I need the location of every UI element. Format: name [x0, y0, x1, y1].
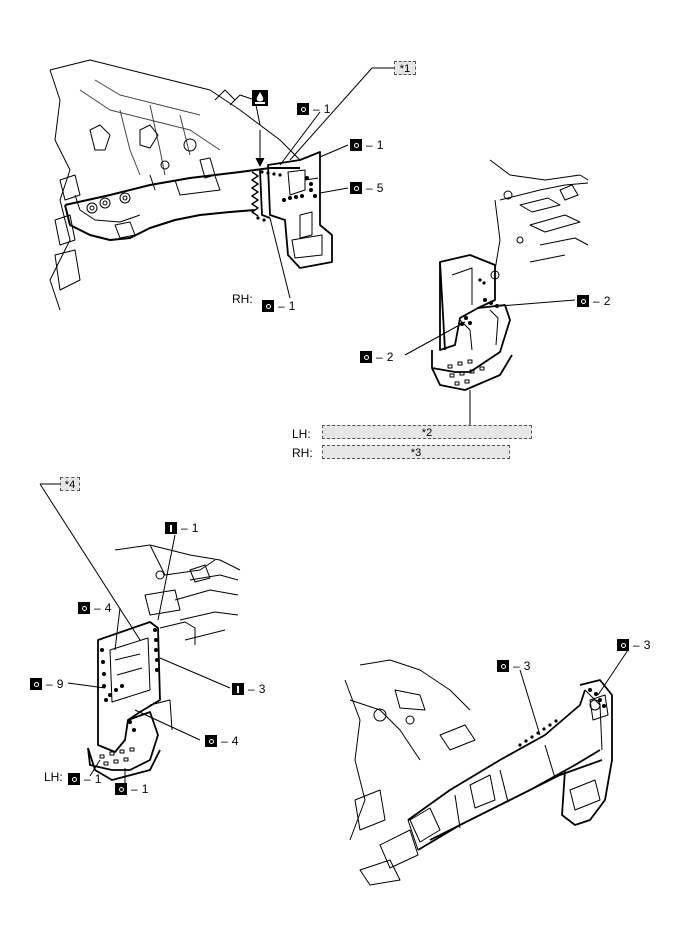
- callout-spot-weld: –1: [262, 299, 295, 313]
- side-label-rh: RH:: [232, 292, 253, 306]
- callout-spot-weld: –4: [205, 734, 238, 748]
- callout-plug-weld: –3: [232, 682, 265, 696]
- front-side-member-assembly-rh: [49, 59, 394, 311]
- callout-spot-weld: –1: [350, 138, 383, 152]
- callout-spot-weld: –2: [360, 350, 393, 364]
- callout-plug-weld: –1: [165, 521, 198, 535]
- spot-weld-icon: [262, 300, 274, 312]
- callout-spot-weld: –5: [350, 181, 383, 195]
- callout-spot-weld: –3: [497, 659, 530, 673]
- spot-weld-icon: [350, 182, 362, 194]
- reference-box-1: *1: [394, 61, 416, 75]
- reference-box-3: *3: [322, 445, 510, 459]
- reference-box-2: *2: [322, 425, 532, 439]
- callout-spot-weld: –3: [617, 638, 650, 652]
- callout-spot-weld: –1: [68, 772, 101, 786]
- side-label-rh: RH:: [292, 446, 313, 460]
- spot-weld-icon: [617, 639, 629, 651]
- front-side-member-rear-rh: [404, 159, 589, 425]
- callout-spot-weld: –9: [30, 677, 63, 691]
- spot-weld-icon: [115, 783, 127, 795]
- callout-spot-weld: –2: [577, 294, 610, 308]
- front-side-member-assembly-lh: [344, 649, 629, 886]
- callout-spot-weld: –1: [297, 102, 330, 116]
- front-side-member-rear-lh: [39, 483, 241, 785]
- spot-weld-icon: [297, 103, 309, 115]
- spot-weld-icon: [78, 602, 90, 614]
- plug-weld-icon: [232, 683, 244, 695]
- spot-weld-icon: [350, 139, 362, 151]
- spot-weld-icon: [30, 678, 42, 690]
- spot-weld-icon: [205, 735, 217, 747]
- callout-spot-weld: –1: [115, 782, 148, 796]
- sealer-icon: [252, 90, 268, 106]
- callout-spot-weld: –4: [78, 601, 111, 615]
- side-label-lh: LH:: [44, 770, 63, 784]
- spot-weld-icon: [577, 295, 589, 307]
- spot-weld-icon: [68, 773, 80, 785]
- plug-weld-icon: [165, 522, 177, 534]
- reference-box-4: *4: [60, 477, 80, 491]
- spot-weld-icon: [497, 660, 509, 672]
- side-label-lh: LH:: [292, 427, 311, 441]
- spot-weld-icon: [360, 351, 372, 363]
